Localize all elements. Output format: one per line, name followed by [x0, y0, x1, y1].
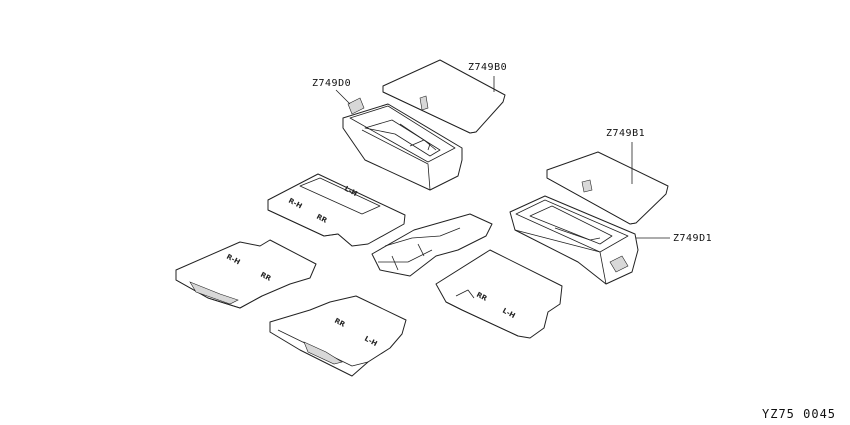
- floor-insert-center: [371, 213, 493, 277]
- callout-z749d1: Z749D1: [673, 233, 712, 244]
- mat-left: [175, 239, 317, 309]
- mat-right: [435, 249, 563, 339]
- figure-number: YZ75 0045: [762, 407, 836, 421]
- tray-z749d1: [509, 195, 639, 285]
- leader-lines: [335, 76, 670, 239]
- mat-bottom: [269, 295, 407, 377]
- callout-z749d0: Z749D0: [312, 78, 351, 89]
- tray-z749d0: [342, 97, 463, 191]
- lid-z749b0: [382, 59, 506, 134]
- mat-top: [267, 173, 406, 247]
- lid-z749b1: [546, 151, 669, 225]
- callout-z749b1: Z749B1: [606, 128, 645, 139]
- callout-z749b0: Z749B0: [468, 62, 507, 73]
